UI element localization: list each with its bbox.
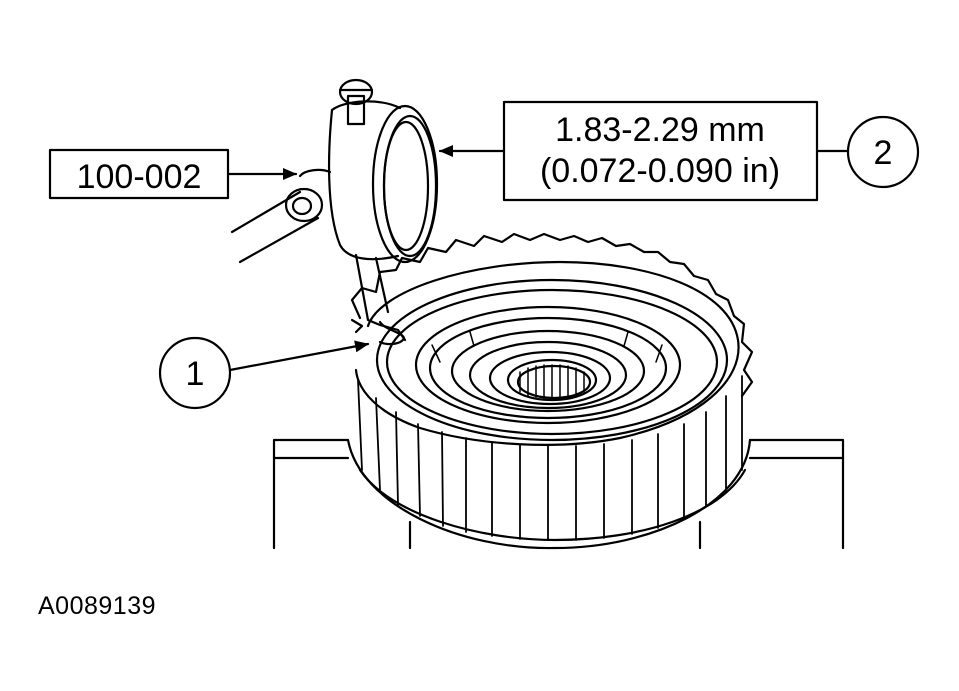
figure-id: A0089139 [38, 592, 157, 620]
callout-2-number: 2 [874, 134, 893, 172]
support-fixture [272, 438, 845, 550]
tool-label: 100-002 [77, 158, 202, 196]
callout-1-arrow-icon [228, 340, 370, 372]
callout-1-number: 1 [186, 355, 205, 393]
dial-indicator-icon [230, 78, 439, 346]
callout-circle-1 [158, 336, 232, 410]
spec-imperial: (0.072-0.090 in) [540, 152, 780, 190]
spec-metric: 1.83-2.29 mm [555, 111, 765, 149]
clutch-drum-icon [346, 232, 754, 550]
